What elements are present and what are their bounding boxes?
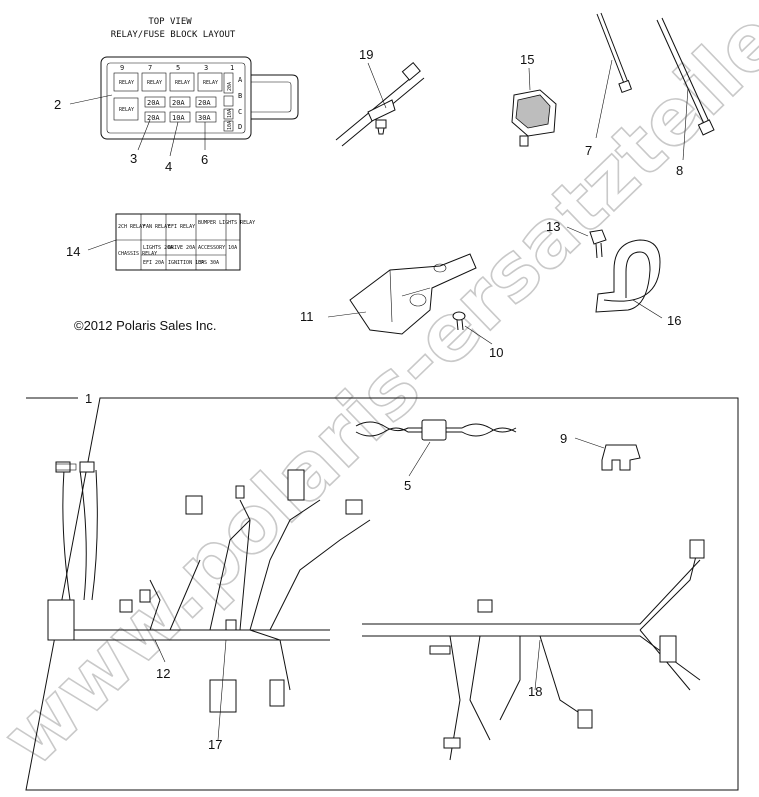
slot-number: 3	[204, 64, 208, 72]
callout-3: 3	[130, 151, 137, 166]
relay-label: RELAY	[203, 80, 218, 86]
label-cell: FAN RELAY	[143, 224, 170, 230]
callout-8: 8	[676, 163, 683, 178]
label-cell: EPS 30A	[198, 260, 219, 266]
fuse-block: TOP VIEW RELAY/FUSE BLOCK LAYOUT 9 7 5 3…	[69, 17, 299, 157]
label-cell: LIGHTS 20A	[143, 245, 173, 251]
fuse-slot	[144, 111, 166, 123]
fuse-block-body	[100, 56, 252, 140]
fuse-rating: 20A	[147, 114, 160, 122]
fuse-rating: 30A	[198, 114, 211, 122]
copyright-text: ©2012 Polaris Sales Inc.	[74, 318, 217, 333]
side-fuse-slot	[223, 95, 234, 107]
relay-slot	[113, 97, 139, 121]
fuse-rating: 20A	[172, 99, 185, 107]
callout-17: 17	[208, 737, 222, 752]
relay-label: RELAY	[147, 80, 162, 86]
callout-15: 15	[520, 52, 534, 67]
callouts: 2 3 4 6 19 15 7 8 13 14 11 16 10 1 9 5 1…	[54, 47, 683, 752]
clip	[511, 67, 557, 147]
fuse-rating: 20A	[147, 99, 160, 107]
relay-label: RELAY	[175, 80, 190, 86]
fuse-slot	[195, 111, 217, 123]
callout-13: 13	[546, 219, 560, 234]
label-cell: EFI 20A	[143, 260, 164, 266]
side-fuse-slot	[223, 120, 234, 132]
fuse-slot	[169, 111, 191, 123]
side-letter: D	[238, 123, 242, 131]
slot-number: 9	[120, 64, 124, 72]
harness-left	[47, 461, 371, 741]
relay-slot	[197, 72, 223, 92]
slot-number: 5	[176, 64, 180, 72]
relay-slot	[141, 72, 167, 92]
fuse-block-title-2: RELAY/FUSE BLOCK LAYOUT	[111, 30, 236, 40]
fuse-block-handle	[251, 74, 299, 120]
fuse-slot	[195, 96, 217, 108]
callout-19: 19	[359, 47, 373, 62]
cable-ties	[595, 12, 715, 161]
label-cell: BUMPER LIGHTS RELAY	[198, 220, 255, 226]
label-cell: IGNITION 10A	[168, 260, 204, 266]
fuse-slot	[144, 96, 166, 108]
relay-slot	[113, 72, 139, 92]
side-letter: B	[238, 92, 242, 100]
relay-label: RELAY	[119, 80, 134, 86]
fuse-rating: 20A	[198, 99, 211, 107]
relay-label: RELAY	[119, 107, 134, 113]
inline-fuse-holder	[355, 419, 517, 477]
fuse-cap	[574, 437, 641, 471]
callout-4: 4	[165, 159, 172, 174]
callout-11: 11	[300, 309, 314, 324]
fuse-rating: 10A	[172, 114, 185, 122]
side-fuse-rating: 20A	[227, 82, 233, 91]
callout-5: 5	[404, 478, 411, 493]
side-fuse-slot	[223, 108, 234, 120]
label-cell: CHASSIS RELAY	[118, 251, 157, 257]
fuse-slot	[169, 96, 191, 108]
label-cell: EFI RELAY	[168, 224, 195, 230]
callout-1: 1	[85, 391, 92, 406]
main-harness-frame	[25, 397, 739, 791]
relay-slot	[169, 72, 195, 92]
callout-18: 18	[528, 684, 542, 699]
harness-right	[362, 539, 705, 761]
side-fuse-rating: 10A	[227, 109, 233, 118]
slot-number: 1	[230, 64, 234, 72]
fuse-block-title-1: TOP VIEW	[148, 17, 192, 27]
cable-tie-mount	[335, 61, 425, 147]
label-cell: 2CH RELAY	[118, 224, 145, 230]
callout-7: 7	[585, 143, 592, 158]
bracket	[327, 253, 493, 345]
label-cell: DRIVE 20A	[168, 245, 195, 251]
label-cell: ACCESSORY 10A	[198, 245, 237, 251]
side-fuse-slot	[223, 72, 234, 94]
side-fuse-rating: 10A	[227, 121, 233, 130]
callout-14: 14	[66, 244, 80, 259]
label-sheet: 2CH RELAY FAN RELAY EFI RELAY BUMPER LIG…	[87, 213, 255, 271]
callout-16: 16	[667, 313, 681, 328]
callout-10: 10	[489, 345, 503, 360]
screw-and-clamp	[566, 226, 663, 319]
callout-12: 12	[156, 666, 170, 681]
callout-6: 6	[201, 152, 208, 167]
side-letter: C	[238, 108, 242, 116]
callout-9: 9	[560, 431, 567, 446]
label-sheet-body	[115, 213, 241, 271]
side-letter: A	[238, 76, 243, 84]
slot-number: 7	[148, 64, 152, 72]
callout-2: 2	[54, 97, 61, 112]
